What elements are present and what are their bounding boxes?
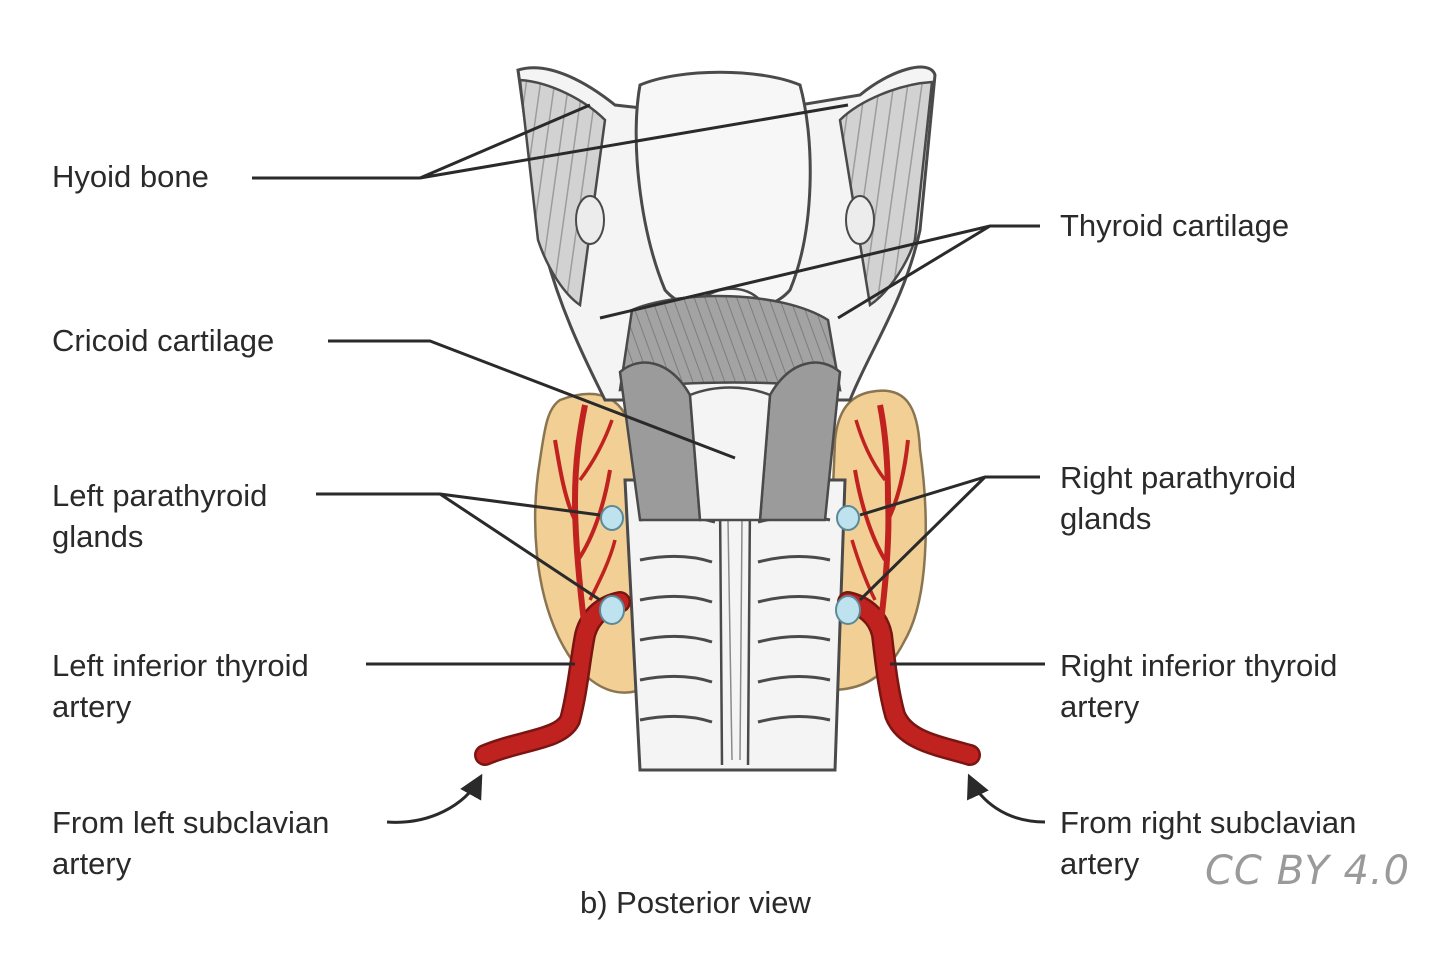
trachea bbox=[623, 478, 847, 772]
leader-left-parathyroid bbox=[316, 492, 601, 602]
label-right-inferior-thyroid-artery: Right inferior thyroid artery bbox=[1060, 645, 1337, 727]
leader-cricoid bbox=[328, 339, 736, 460]
label-left-parathyroid-line1: Left parathyroid bbox=[52, 478, 268, 513]
label-right-parathyroid-line1: Right parathyroid bbox=[1060, 460, 1297, 495]
leader-right-subclavian bbox=[967, 773, 1046, 824]
license-watermark: CC BY 4.0 bbox=[1205, 848, 1411, 894]
label-thyroid-cartilage: Thyroid cartilage bbox=[1060, 208, 1290, 243]
figure-caption: b) Posterior view bbox=[580, 885, 811, 920]
label-left-inferior-thyroid-artery: Left inferior thyroid artery bbox=[52, 645, 309, 727]
left-inferior-thyroid-artery bbox=[474, 404, 631, 766]
label-right-subclavian-line1: From right subclavian bbox=[1060, 805, 1357, 840]
label-right-artery-line2: artery bbox=[1060, 689, 1140, 724]
label-left-subclavian-line2: artery bbox=[52, 846, 132, 881]
label-left-parathyroid-line2: glands bbox=[52, 519, 144, 554]
label-hyoid-bone: Hyoid bone bbox=[52, 159, 209, 194]
left-parathyroid-lower bbox=[599, 595, 625, 625]
label-cricoid-cartilage: Cricoid cartilage bbox=[52, 323, 275, 358]
leader-lines bbox=[252, 103, 1046, 824]
label-right-parathyroid: Right parathyroid glands bbox=[1060, 457, 1296, 539]
leader-hyoid bbox=[252, 103, 849, 180]
label-right-subclavian-line2: artery bbox=[1060, 846, 1140, 881]
leader-left-subclavian bbox=[386, 773, 483, 824]
label-from-left-subclavian: From left subclavian artery bbox=[52, 802, 329, 884]
leader-right-parathyroid bbox=[858, 475, 1040, 602]
cricoid-cartilage bbox=[618, 361, 842, 522]
label-left-subclavian-line1: From left subclavian bbox=[52, 805, 330, 840]
label-right-parathyroid-line2: glands bbox=[1060, 501, 1152, 536]
right-inferior-thyroid-artery bbox=[837, 404, 981, 766]
leader-thyroid-cartilage bbox=[599, 224, 1040, 320]
label-right-artery-line1: Right inferior thyroid bbox=[1060, 648, 1338, 683]
label-from-right-subclavian: From right subclavian artery bbox=[1060, 802, 1356, 884]
label-left-artery-line1: Left inferior thyroid bbox=[52, 648, 309, 683]
label-left-parathyroid: Left parathyroid glands bbox=[52, 475, 267, 557]
label-left-artery-line2: artery bbox=[52, 689, 132, 724]
thyroid-cartilage bbox=[516, 65, 937, 402]
right-parathyroid-lower bbox=[835, 595, 861, 625]
right-parathyroid-upper bbox=[836, 505, 860, 531]
left-parathyroid-upper bbox=[600, 505, 624, 531]
